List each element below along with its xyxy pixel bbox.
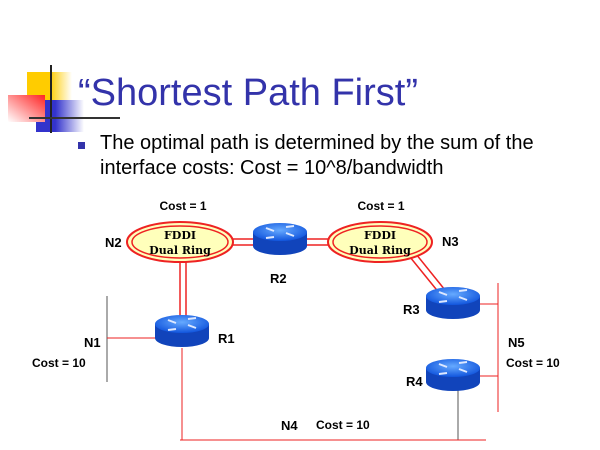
ring-line1: FDDI (364, 229, 396, 242)
n3-cost: Cost = 1 (357, 199, 404, 213)
r4-label: R4 (406, 374, 423, 389)
n2-label: N2 (105, 235, 122, 250)
n5-label: N5 (508, 335, 525, 350)
r3-label: R3 (403, 302, 420, 317)
n5-cost: Cost = 10 (506, 356, 560, 370)
router-icon-r2 (253, 223, 307, 255)
router-icon-r4 (426, 359, 480, 391)
ring-line1: FDDI (164, 229, 196, 242)
n4-cost: Cost = 10 (316, 418, 370, 432)
r2-label: R2 (270, 271, 287, 286)
r1-label: R1 (218, 331, 235, 346)
n1-cost: Cost = 10 (32, 356, 86, 370)
router-icon-r1 (155, 315, 209, 347)
n1-label: N1 (84, 335, 101, 350)
router-icon-r3 (426, 287, 480, 319)
n2-cost: Cost = 1 (159, 199, 206, 213)
ring-n3: FDDI Dual Ring (327, 221, 433, 263)
ring-n2: FDDI Dual Ring (126, 221, 234, 263)
slide-title: “Shortest Path First” (78, 72, 418, 114)
bullet-icon (78, 142, 85, 149)
ring-line2: Dual Ring (349, 244, 411, 257)
n4-label: N4 (281, 418, 298, 433)
bullet-text: The optimal path is determined by the su… (100, 132, 534, 179)
n3-label: N3 (442, 234, 459, 249)
ring-line2: Dual Ring (149, 244, 211, 257)
